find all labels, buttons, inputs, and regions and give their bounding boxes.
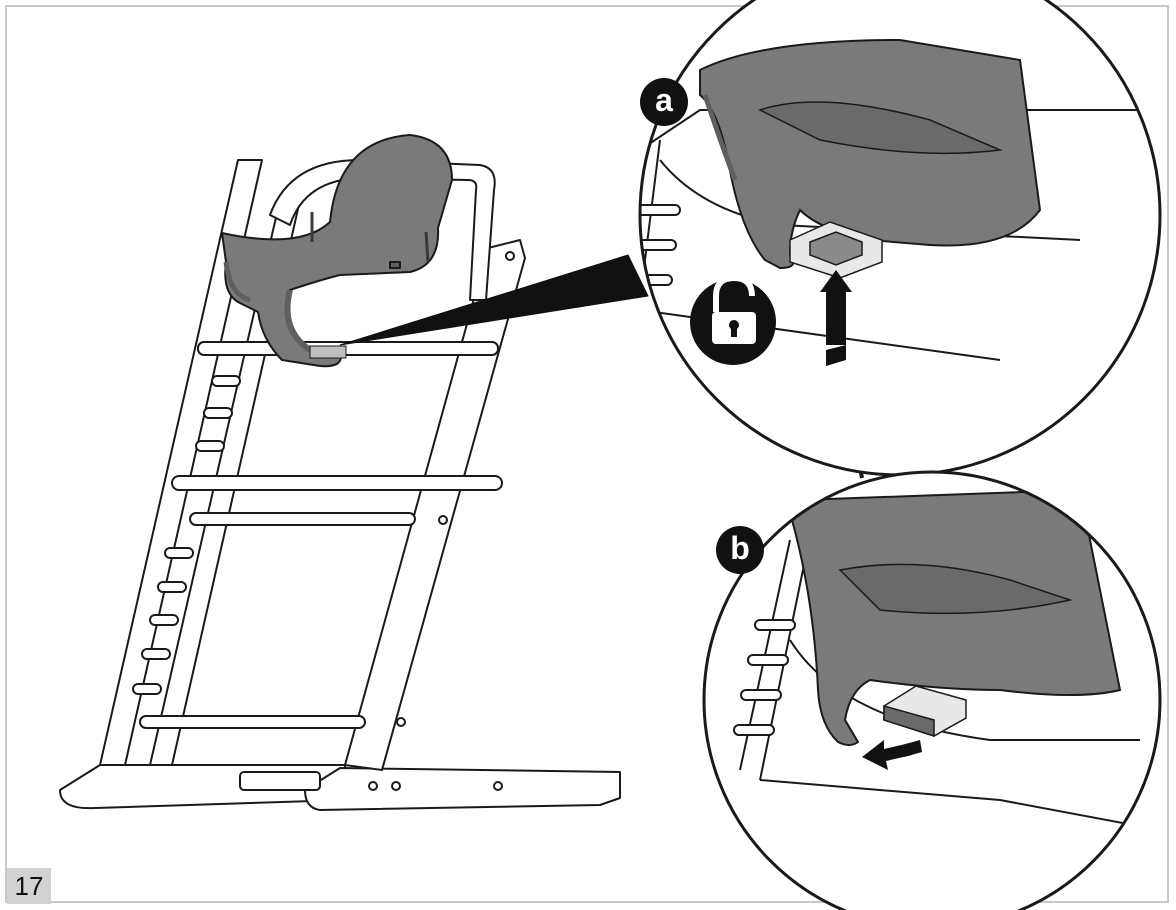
seat-clip-removed (883, 685, 967, 738)
chair-rear-upright (99, 159, 263, 766)
detail-a (638, 0, 1162, 477)
up-arrow-icon (820, 270, 852, 366)
callout-label-b: b (716, 526, 764, 574)
chair-backrest-frame (269, 159, 496, 301)
unlock-padlock-icon (690, 274, 776, 365)
callout-label-a: a (640, 78, 688, 126)
detail-b (702, 470, 1162, 910)
chair-base-stretcher (239, 771, 321, 791)
high-chair (59, 134, 621, 811)
chair-base-right (304, 767, 621, 811)
chair-front-upright (344, 239, 526, 771)
baby-seat-insert (221, 134, 453, 368)
zoom-wedge (339, 254, 649, 346)
step-number-badge: 17 (7, 868, 51, 904)
left-arrow-icon (862, 740, 922, 770)
seat-clip (789, 221, 883, 279)
